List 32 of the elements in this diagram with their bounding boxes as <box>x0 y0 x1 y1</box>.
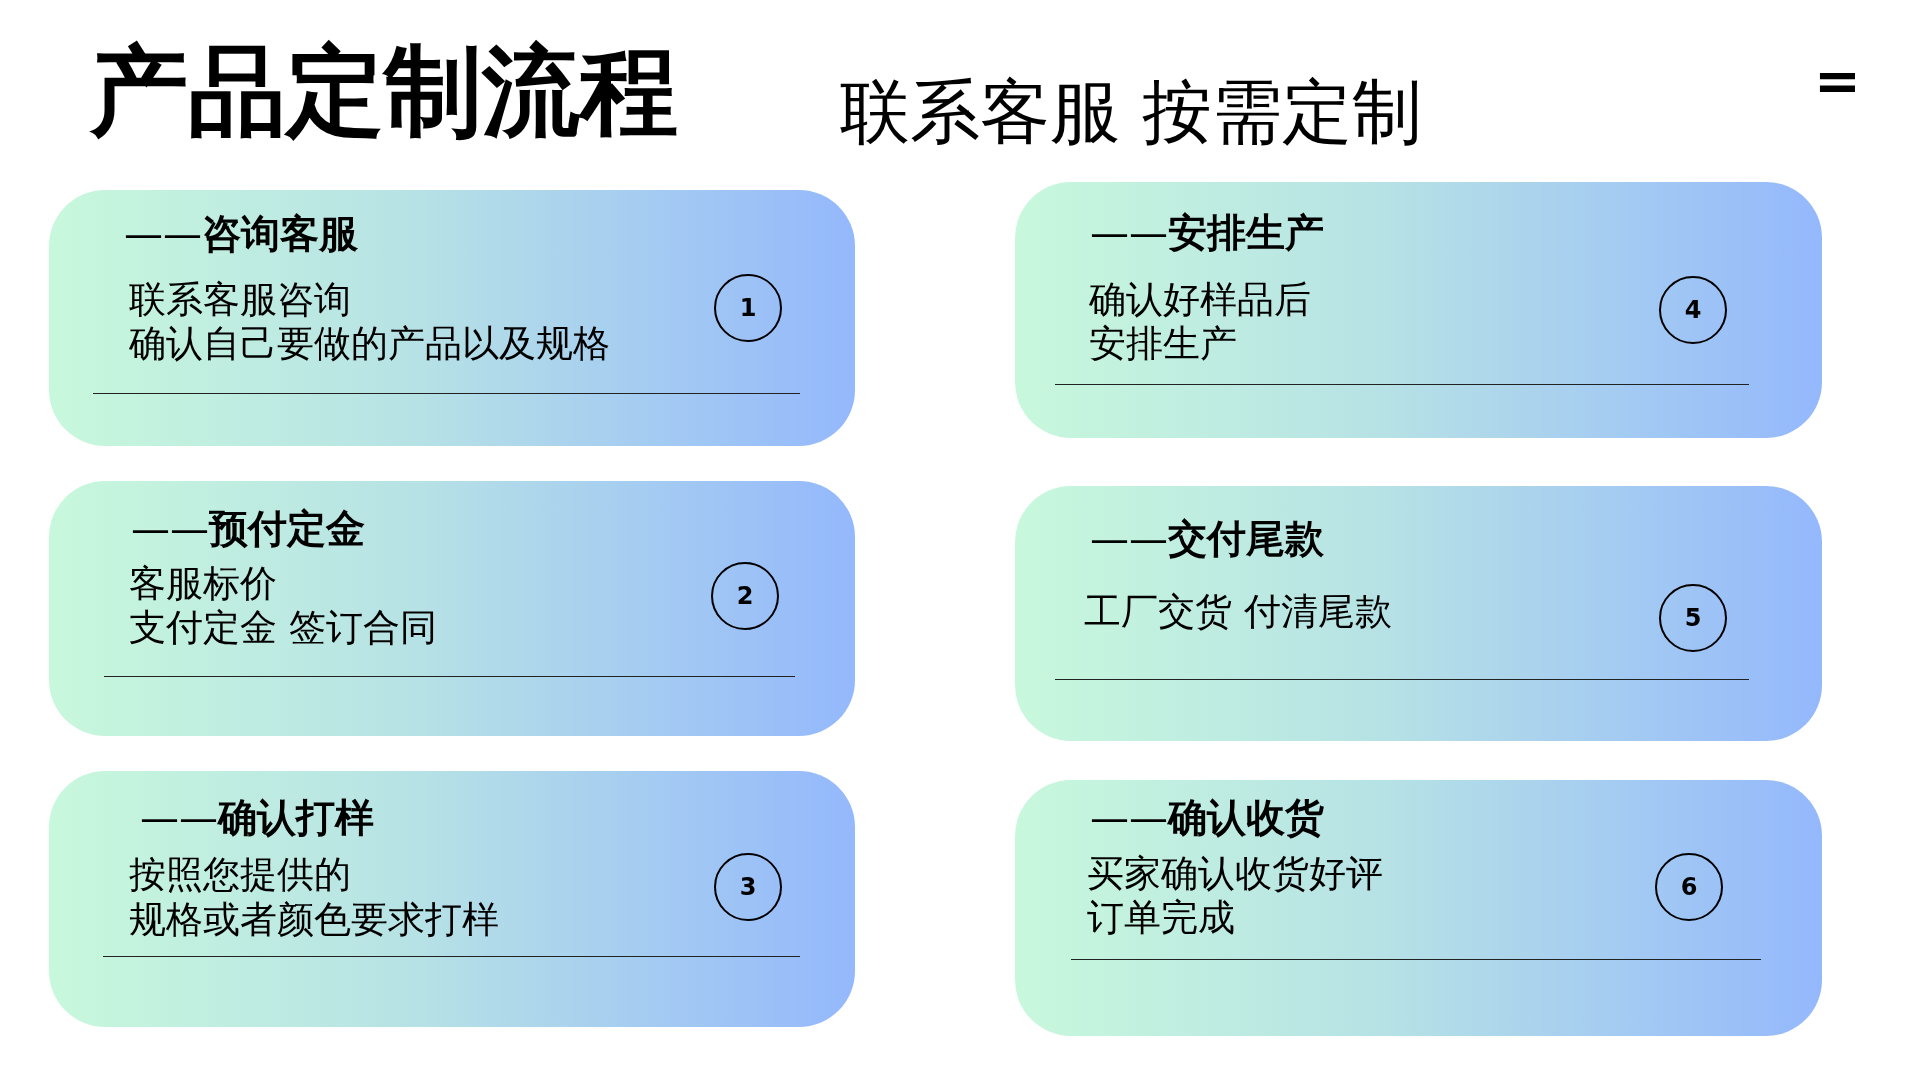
number-circle: 4 <box>1659 276 1727 344</box>
step-description: 订单完成 <box>1087 895 1235 941</box>
step-heading: ——预付定金 <box>131 505 365 553</box>
step-description: 联系客服咨询 <box>129 277 351 323</box>
step-description: 确认好样品后 <box>1089 277 1311 323</box>
number-circle: 2 <box>711 562 779 630</box>
step-description: 确认自己要做的产品以及规格 <box>129 321 610 367</box>
step-heading: ——交付尾款 <box>1090 515 1324 563</box>
number-circle: 6 <box>1655 853 1723 921</box>
step-heading: ——安排生产 <box>1090 209 1324 257</box>
step-card <box>49 771 855 1027</box>
step-card <box>1015 486 1822 741</box>
step-heading: ——确认打样 <box>140 794 374 842</box>
step-description: 买家确认收货好评 <box>1087 851 1383 897</box>
step-description: 安排生产 <box>1089 321 1237 367</box>
step-description: 规格或者颜色要求打样 <box>129 897 499 943</box>
step-card <box>1015 182 1822 438</box>
page-title: 产品定制流程 <box>90 35 678 148</box>
step-card <box>49 481 855 736</box>
step-description: 支付定金 签订合同 <box>129 605 437 651</box>
subtitle: 联系客服 按需定制 <box>840 72 1423 153</box>
number-circle: 1 <box>714 274 782 342</box>
step-description: 工厂交货 付清尾款 <box>1084 589 1392 635</box>
step-heading: ——咨询客服 <box>124 210 358 258</box>
step-card <box>49 190 855 446</box>
number-circle: 3 <box>714 853 782 921</box>
number-circle: 5 <box>1659 584 1727 652</box>
step-description: 按照您提供的 <box>129 852 351 898</box>
step-card <box>1015 780 1822 1036</box>
step-description: 客服标价 <box>129 561 277 607</box>
step-heading: ——确认收货 <box>1090 794 1324 842</box>
equals-sign: = <box>1814 49 1861 113</box>
